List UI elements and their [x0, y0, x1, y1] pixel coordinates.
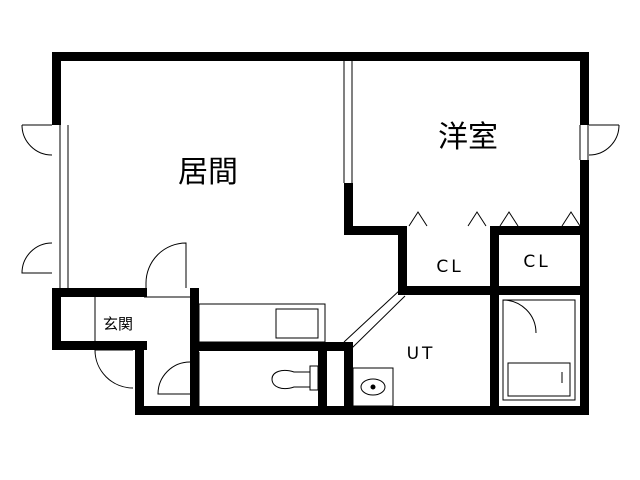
closet-door-marks	[408, 211, 581, 227]
door-swings	[21, 124, 620, 395]
thin-lines	[59, 61, 589, 407]
room-label-closet-2: CL	[523, 252, 550, 272]
room-label-entrance: 玄関	[103, 315, 133, 333]
room-label-closet-1: CL	[436, 257, 463, 277]
walls	[52, 52, 589, 415]
room-label-western: 洋室	[438, 120, 498, 155]
room-label-unit-bath: UT	[407, 344, 436, 364]
room-label-living: 居間	[178, 155, 238, 190]
